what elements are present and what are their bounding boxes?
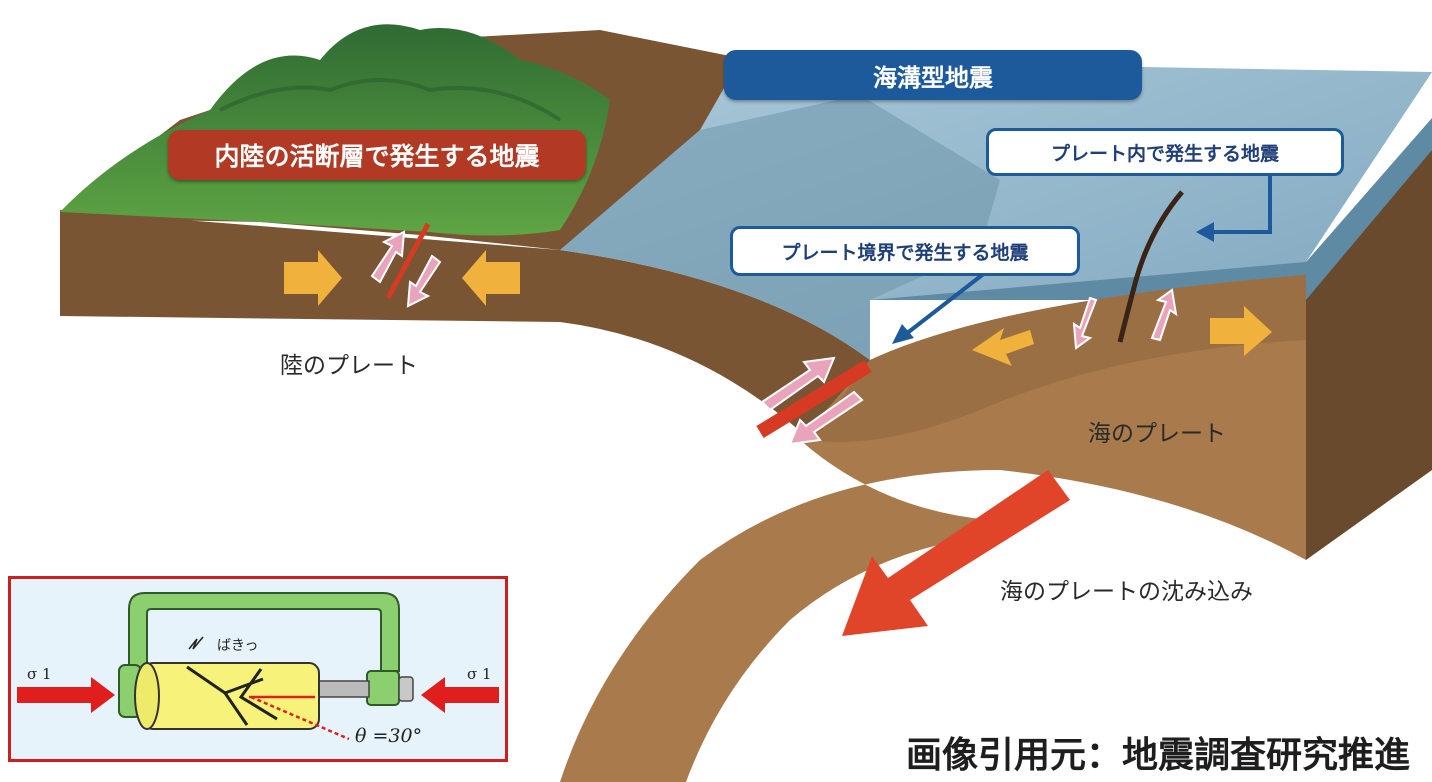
image-credit: 画像引用元：地震調査研究推進	[906, 735, 1411, 776]
screw-thread	[316, 680, 370, 698]
compression-arrow	[462, 250, 520, 306]
continental-plate-label: 陸のプレート	[280, 353, 418, 379]
shear-arrow	[788, 390, 864, 446]
mountain-ridge	[219, 78, 562, 122]
intraplate-quake-text: プレート内で発生する地震	[1050, 142, 1279, 165]
subduction-arrow	[842, 470, 1070, 636]
sigma-arrow-left	[17, 677, 115, 713]
shear-arrow	[406, 254, 442, 308]
plate-boundary-quake-text: プレート境界で発生する地震	[781, 241, 1029, 264]
rock-end	[134, 662, 160, 730]
callout-arrowhead	[1196, 222, 1214, 242]
shear-arrow	[370, 230, 406, 284]
trench-quake-text: 海溝型地震	[873, 63, 993, 92]
intraplate-callout-line	[1212, 172, 1272, 234]
block-side-face	[1306, 130, 1432, 560]
boundary-callout-line	[904, 270, 988, 336]
compression-arrow	[284, 250, 342, 306]
angle-line	[250, 695, 350, 741]
crack-spark	[188, 636, 204, 650]
rock-experiment-inset: σ 1 σ 1 ばきっ θ =30°	[8, 576, 508, 762]
inland-fault-quake-text: 内陸の活断層で発生する地震	[214, 142, 540, 171]
crack-sound-label: ばきっ	[217, 638, 259, 654]
inland-fault-line	[385, 222, 431, 300]
angle-label: θ =30°	[355, 725, 423, 747]
screw-knob	[398, 676, 414, 702]
shear-arrow	[1150, 288, 1178, 342]
intraplate-fault-line	[1117, 190, 1184, 343]
trench-quake-label: 海溝型地震	[724, 50, 1142, 100]
compression-arrow	[972, 328, 1034, 366]
plate-boundary-quake-label: プレート境界で発生する地震	[730, 226, 1080, 276]
intraplate-quake-label: プレート内で発生する地震	[986, 128, 1344, 176]
clamp-illustration	[17, 592, 499, 741]
shear-arrow	[760, 356, 836, 412]
continental-plate	[60, 210, 870, 440]
mountains	[60, 24, 610, 236]
oceanic-plate-label: 海のプレート	[1088, 421, 1226, 447]
oceanic-plate	[560, 275, 1306, 782]
plate-boundary-fault	[756, 360, 872, 438]
shear-arrow	[1072, 296, 1098, 350]
oceanic-plate-top	[810, 275, 1306, 442]
sigma-left-label: σ 1	[27, 665, 52, 683]
subduction-label: 海のプレートの沈み込み	[1000, 579, 1253, 605]
sigma-right-label: σ 1	[467, 665, 492, 683]
compression-arrow	[1210, 306, 1272, 356]
crack-icon	[186, 665, 278, 726]
sigma-arrow-right	[421, 677, 499, 713]
callout-arrowhead	[892, 324, 914, 344]
inland-fault-quake-label: 内陸の活断層で発生する地震	[168, 130, 586, 180]
clamp-screw-block	[366, 670, 400, 706]
